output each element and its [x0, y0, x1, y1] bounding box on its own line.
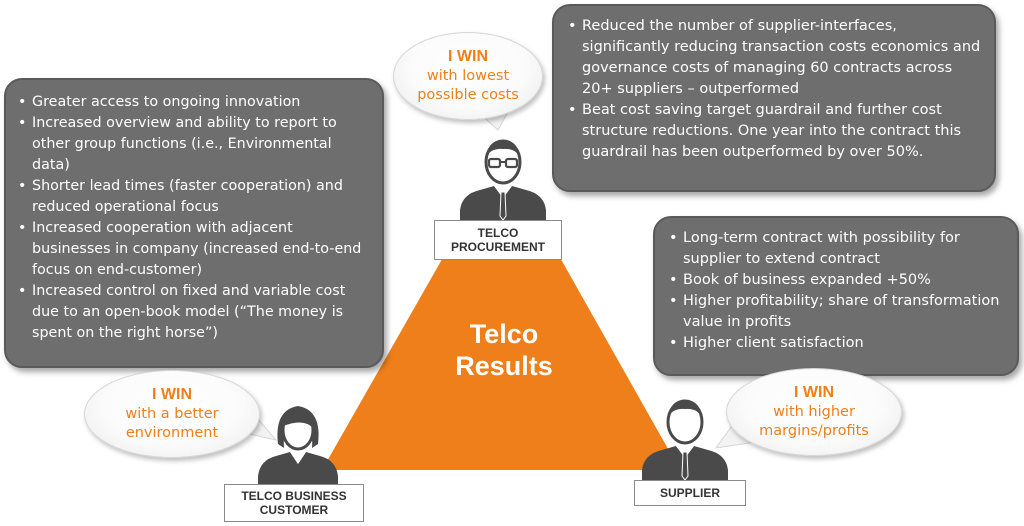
list-item: Increased cooperation with adjacent busi…: [16, 218, 370, 281]
triangle-shape: [322, 254, 680, 470]
label-line1: SUPPLIER: [659, 486, 720, 500]
list-item: Higher client satisfaction: [667, 333, 1005, 354]
procurement-win-bubble: I WIN with lowest possible costs: [393, 32, 543, 120]
customer-label: TELCO BUSINESS CUSTOMER: [224, 484, 364, 522]
win-heading: I WIN: [152, 386, 192, 403]
supplier-win-bubble: I WIN with higher margins/profits: [726, 368, 902, 456]
center-title-line2: Results: [455, 351, 553, 381]
list-item: Higher profitability; share of transform…: [667, 291, 1005, 333]
center-title: Telco Results: [434, 318, 574, 382]
list-item: Increased control on fixed and variable …: [16, 281, 370, 344]
supplier-label: SUPPLIER: [634, 480, 746, 506]
win-text-line2: possible costs: [417, 87, 519, 103]
procurement-benefits-list: Reduced the number of supplier-interface…: [566, 16, 982, 163]
win-text-line1: with lowest: [426, 68, 510, 84]
win-text-line2: environment: [125, 425, 219, 441]
list-item: Shorter lead times (faster cooperation) …: [16, 176, 370, 218]
customer-benefits-box: Greater access to ongoing innovation Inc…: [4, 78, 384, 368]
win-text-line1: with higher: [773, 404, 855, 420]
win-heading: I WIN: [448, 48, 488, 65]
customer-benefits-list: Greater access to ongoing innovation Inc…: [16, 92, 370, 344]
label-line1: TELCO: [477, 226, 519, 240]
label-line1: TELCO BUSINESS: [241, 489, 347, 503]
label-line2: CUSTOMER: [259, 503, 329, 517]
list-item: Long-term contract with possibility for …: [667, 228, 1005, 270]
person-man-icon: [642, 399, 728, 482]
person-glasses-icon: [460, 139, 546, 222]
label-line2: PROCUREMENT: [450, 240, 545, 254]
procurement-label: TELCO PROCUREMENT: [434, 220, 562, 260]
win-heading: I WIN: [794, 384, 834, 401]
list-item: Greater access to ongoing innovation: [16, 92, 370, 113]
person-woman-icon: [258, 406, 338, 488]
supplier-benefits-list: Long-term contract with possibility for …: [667, 228, 1005, 354]
supplier-benefits-box: Long-term contract with possibility for …: [653, 216, 1019, 376]
win-text-line1: with a better: [125, 406, 219, 422]
customer-win-bubble: I WIN with a better environment: [84, 370, 260, 458]
procurement-benefits-box: Reduced the number of supplier-interface…: [552, 4, 996, 192]
list-item: Reduced the number of supplier-interface…: [566, 16, 982, 100]
list-item: Book of business expanded +50%: [667, 270, 1005, 291]
center-title-line1: Telco: [469, 319, 539, 349]
win-text-line2: margins/profits: [759, 423, 869, 439]
list-item: Increased overview and ability to report…: [16, 113, 370, 176]
list-item: Beat cost saving target guardrail and fu…: [566, 100, 982, 163]
